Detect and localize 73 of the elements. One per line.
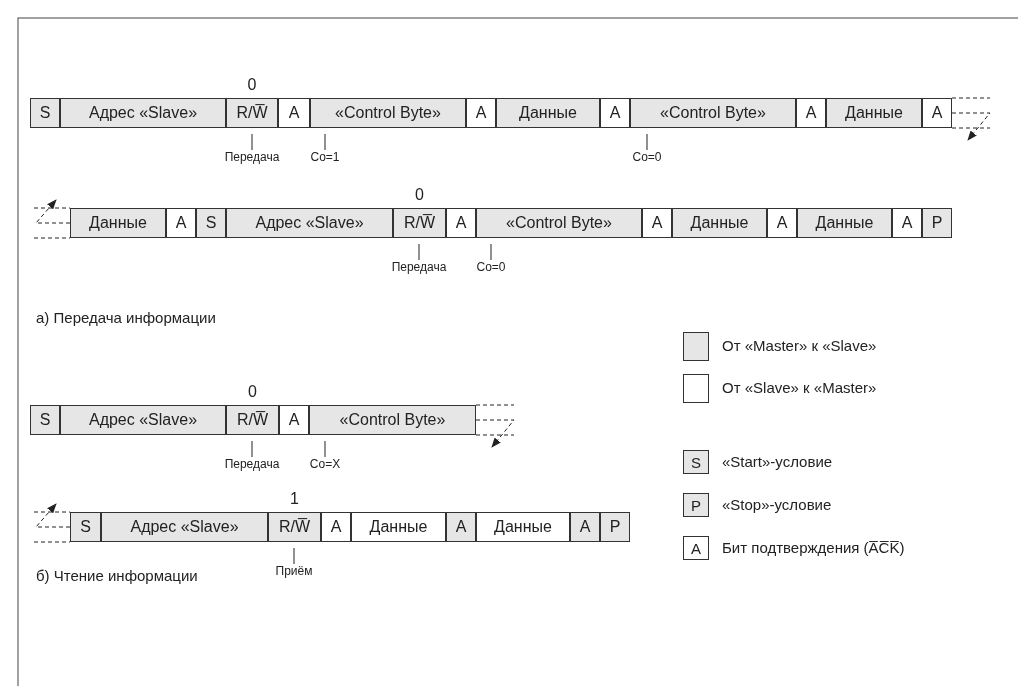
leader-line [251, 440, 253, 458]
frame-field: Данные [351, 512, 446, 542]
frame-field: S [196, 208, 226, 238]
annotation: Co=X [309, 457, 341, 471]
leader-line [293, 547, 295, 565]
legend-key: P [683, 493, 709, 517]
frame-field: A [600, 98, 630, 128]
frame-field: A [796, 98, 826, 128]
frame-field: S [30, 405, 60, 435]
frame-field: A [466, 98, 496, 128]
frame-field: S [70, 512, 101, 542]
continuation-arrow [475, 419, 515, 448]
annotation: Передача [224, 150, 280, 164]
legend-text: «Start»-условие [722, 453, 833, 470]
legend-text: От «Slave» к «Master» [722, 379, 877, 396]
subfigure-caption: б) Чтение информации [36, 567, 198, 584]
frame-field: Адрес «Slave» [101, 512, 268, 542]
bit-value: 0 [247, 76, 257, 94]
continuation-arrow [951, 112, 991, 141]
leader-line [490, 243, 492, 261]
frame-field: «Control Byte» [630, 98, 796, 128]
subfigure-caption: а) Передача информации [36, 309, 216, 326]
legend-key: A [683, 536, 709, 560]
bit-value: 0 [248, 383, 257, 401]
frame-field: Данные [826, 98, 922, 128]
frame-field: A [570, 512, 600, 542]
frame-field: «Control Byte» [309, 405, 476, 435]
legend-text: От «Master» к «Slave» [722, 337, 877, 354]
frame-field: Данные [70, 208, 166, 238]
frame-field: R/W̅ [226, 405, 279, 435]
annotation: Co=0 [476, 260, 506, 274]
leader-line [324, 133, 326, 151]
bit-value: 1 [290, 490, 299, 508]
frame-field: Данные [476, 512, 570, 542]
frame-field: A [446, 208, 476, 238]
leader-line [324, 440, 326, 458]
frame-field: S [30, 98, 60, 128]
frame-field: R/W̅ [268, 512, 321, 542]
annotation: Co=0 [632, 150, 662, 164]
frame-field: «Control Byte» [310, 98, 466, 128]
frame-field: A [321, 512, 351, 542]
legend-text: Бит подтверждения (A̅C̅K̅) [722, 539, 905, 556]
frame-field: A [166, 208, 196, 238]
frame-field: Данные [797, 208, 892, 238]
frame-field: A [446, 512, 476, 542]
leader-line [646, 133, 648, 151]
continuation-arrow [35, 503, 71, 528]
legend-text: «Stop»-условие [722, 496, 832, 513]
frame-field: Данные [496, 98, 600, 128]
frame-field: A [279, 405, 309, 435]
annotation: Приём [275, 564, 313, 578]
continuation-arrow [35, 199, 71, 224]
frame-field: «Control Byte» [476, 208, 642, 238]
annotation: Передача [391, 260, 447, 274]
frame-field: P [922, 208, 952, 238]
frame-field: R/W̅ [393, 208, 446, 238]
frame-field: A [642, 208, 672, 238]
frame-field: Адрес «Slave» [60, 405, 226, 435]
frame-field: A [767, 208, 797, 238]
leader-line [251, 133, 253, 151]
annotation: Передача [224, 457, 280, 471]
frame-field: Адрес «Slave» [60, 98, 226, 128]
frame-field: P [600, 512, 630, 542]
annotation: Co=1 [310, 150, 340, 164]
legend-key: S [683, 450, 709, 474]
frame-field: A [922, 98, 952, 128]
frame-field: R/W̅ [226, 98, 278, 128]
frame-field: A [892, 208, 922, 238]
bit-value: 0 [415, 186, 424, 204]
frame-field: A [278, 98, 310, 128]
frame-field: Данные [672, 208, 767, 238]
frame-field: Адрес «Slave» [226, 208, 393, 238]
leader-line [418, 243, 420, 261]
